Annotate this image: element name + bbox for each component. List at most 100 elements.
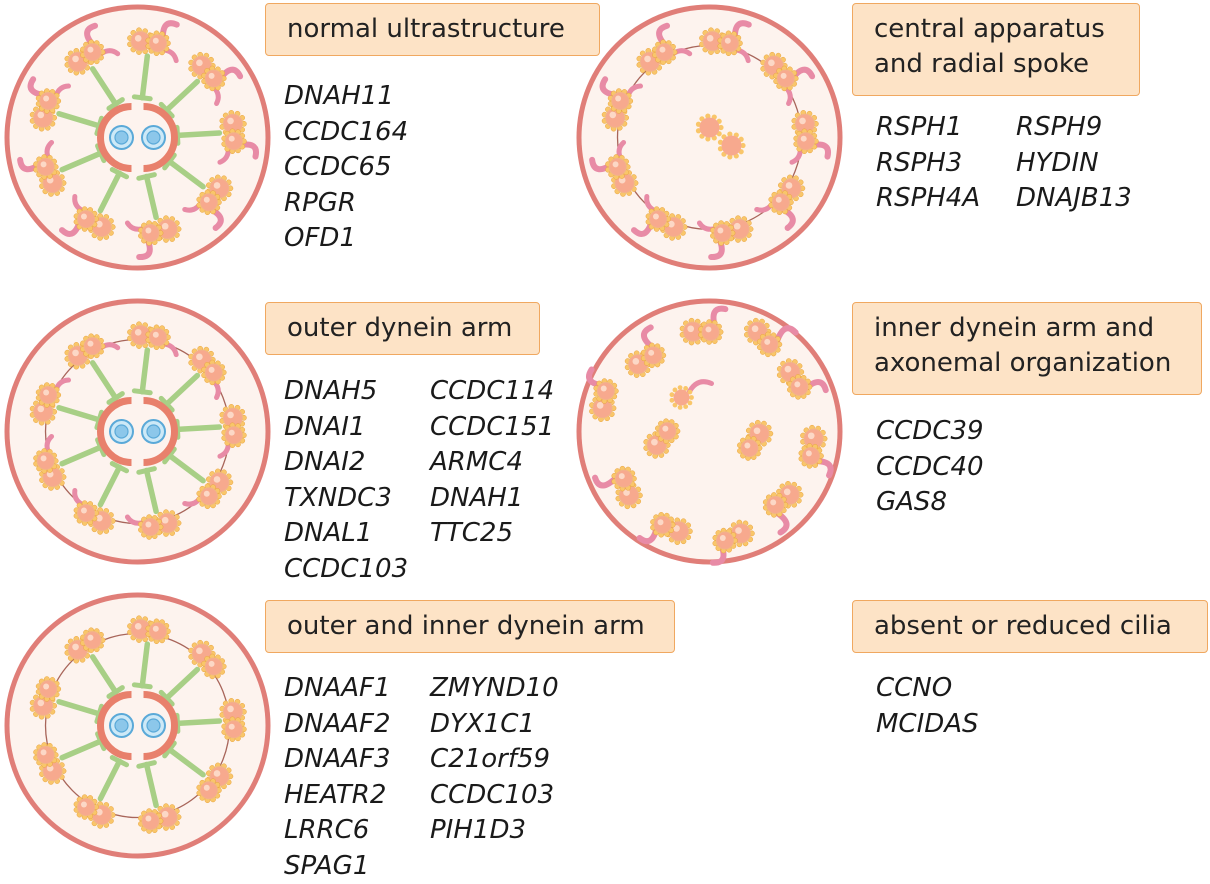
microtubule-doublet xyxy=(188,345,227,386)
gene-name: TTC25 xyxy=(430,518,514,548)
category-label-absent: absent or reduced cilia xyxy=(852,600,1208,653)
microtubule-doublet xyxy=(196,174,234,216)
gene-name: HEATR2 xyxy=(284,779,387,810)
microtubule-doublet xyxy=(138,215,182,246)
microtubule-doublet xyxy=(791,110,819,155)
radial-spoke xyxy=(97,461,130,508)
axoneme-oda-ida-defect-diagram xyxy=(4,592,271,859)
gene-name: DNAH11 xyxy=(284,81,394,111)
microtubule-doublet xyxy=(768,174,806,216)
radial-spoke xyxy=(158,372,201,413)
radial-spoke xyxy=(89,654,125,699)
radial-spoke xyxy=(162,740,206,778)
microtubule-doublet xyxy=(589,378,619,422)
microtubule-doublet xyxy=(64,627,106,664)
microtubule-doublet xyxy=(645,206,688,241)
gene-name: CCDC65 xyxy=(284,152,392,182)
microtubule-doublet xyxy=(776,358,813,400)
gene-name: HYDIN xyxy=(1016,147,1099,178)
gene-name: CCNO xyxy=(876,673,953,703)
central-apparatus xyxy=(97,691,178,760)
microtubule-doublet xyxy=(29,88,62,132)
microtubule-doublet xyxy=(710,215,754,246)
gene-list-normal: DNAH11 CCDC164 CCDC65 RPGR OFD1 xyxy=(284,79,408,257)
gene-name: ARMC4 xyxy=(430,447,523,477)
gene-name: CCDC114 xyxy=(430,376,555,406)
gene-name: PIH1D3 xyxy=(430,815,527,845)
microtubule-doublet xyxy=(744,317,783,358)
gene-name: DNAH1 xyxy=(430,482,524,513)
gene-name: DNAI1 xyxy=(284,411,366,442)
category-label-central: central apparatus and radial spoke xyxy=(852,3,1140,96)
radial-spoke xyxy=(131,641,153,690)
microtubule-doublet xyxy=(798,424,828,469)
microtubule-doublet xyxy=(188,51,227,92)
gene-list-oda-col1: DNAH5 DNAI1 DNAI2 TXNDC3 DNAL1 CCDC103 xyxy=(284,374,408,587)
gene-name: CCDC164 xyxy=(284,116,409,147)
microtubule-doublet xyxy=(679,317,724,346)
gene-name: C21orf59 xyxy=(430,744,551,774)
microtubule-doublet xyxy=(760,51,799,92)
gene-list-absent: CCNO MCIDAS xyxy=(876,671,979,742)
microtubule-doublet xyxy=(73,794,116,829)
gene-name: ZMYND10 xyxy=(430,673,559,703)
category-label-normal: normal ultrastructure xyxy=(265,3,600,56)
microtubule-doublet xyxy=(611,465,643,510)
inner-dynein-arm xyxy=(783,85,793,106)
gene-name: DNAAF3 xyxy=(284,744,391,774)
microtubule-doublet xyxy=(196,468,234,510)
microtubule-doublet xyxy=(762,480,804,518)
gene-name: DNAAF1 xyxy=(284,673,391,703)
radial-spoke xyxy=(97,167,130,214)
microtubule-doublet xyxy=(73,500,116,535)
gene-name: RSPH4A xyxy=(876,183,981,213)
microtubule-doublet xyxy=(33,742,67,785)
gene-name: DNAI2 xyxy=(284,447,366,477)
microtubule-doublet xyxy=(33,154,67,197)
microtubule-doublet xyxy=(196,762,234,804)
radial-spoke xyxy=(158,78,201,119)
microtubule-doublet xyxy=(219,698,247,743)
microtubule-doublet xyxy=(219,110,247,155)
microtubule-doublet xyxy=(636,39,678,76)
gene-list-central-col2: RSPH9 HYDIN DNAJB13 xyxy=(1016,110,1132,217)
axoneme-normal-diagram xyxy=(4,4,271,271)
gene-name: TXNDC3 xyxy=(284,482,392,513)
gene-name: RSPH3 xyxy=(876,147,963,178)
microtubule-doublet xyxy=(624,342,667,378)
outer-dynein-arm xyxy=(687,379,714,394)
gene-name: CCDC103 xyxy=(284,553,409,584)
microtubule-doublet xyxy=(643,418,681,459)
gene-name: SPAG1 xyxy=(284,850,370,881)
gene-name: DNAAF2 xyxy=(284,708,391,739)
gene-name: CCDC40 xyxy=(876,451,984,482)
radial-spoke xyxy=(162,152,206,190)
axoneme-disorganized-diagram xyxy=(576,298,843,566)
axoneme-central-defect-diagram xyxy=(576,4,843,271)
axoneme-oda-defect-diagram xyxy=(4,298,271,565)
microtubule-doublet xyxy=(33,448,67,491)
microtubule-doublet xyxy=(605,154,639,197)
gene-list-ida: CCDC39 CCDC40 GAS8 xyxy=(876,414,984,521)
radial-spoke xyxy=(97,755,130,802)
microtubule-doublet xyxy=(712,519,755,554)
radial-spoke xyxy=(136,172,159,221)
gene-name: RPGR xyxy=(284,187,356,218)
microtubule-doublet xyxy=(138,509,182,540)
radial-spoke xyxy=(162,446,206,484)
microtubule-doublet xyxy=(601,88,634,132)
microtubule-doublet xyxy=(737,419,774,461)
gene-name: DNAJB13 xyxy=(1016,183,1132,213)
central-apparatus xyxy=(97,103,178,172)
category-label-oda-ida: outer and inner dynein arm xyxy=(265,600,675,653)
microtubule-singlet xyxy=(669,385,694,410)
gene-name: DNAH5 xyxy=(284,376,378,406)
gene-name: DNAL1 xyxy=(284,518,373,548)
gene-name: CCDC39 xyxy=(876,416,984,446)
inner-dynein-arm xyxy=(211,379,221,400)
gene-list-central-col1: RSPH1 RSPH3 RSPH4A xyxy=(876,110,980,217)
microtubule-doublet xyxy=(29,676,62,720)
radial-spoke xyxy=(89,66,125,111)
gene-name: CCDC103 xyxy=(430,779,555,810)
microtubule-doublet xyxy=(699,27,743,57)
